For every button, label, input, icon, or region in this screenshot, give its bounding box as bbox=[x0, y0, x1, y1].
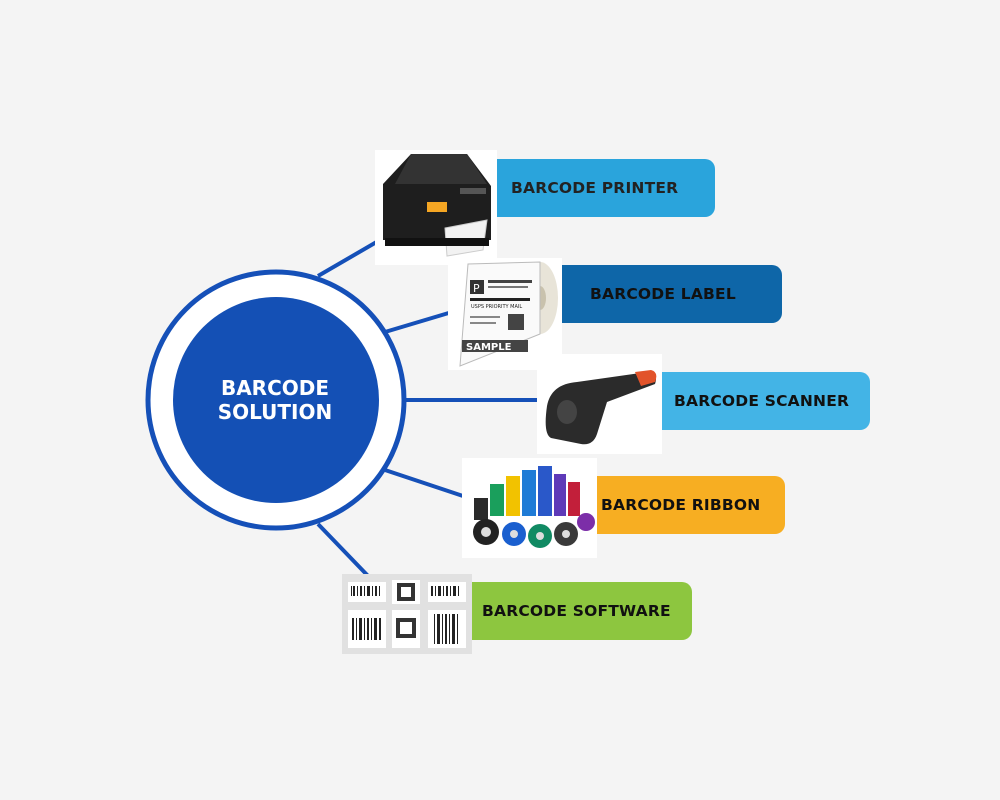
barcode-labels-sheet-image bbox=[342, 574, 472, 654]
barcode-printer-label-box[interactable]: BARCODE PRINTER bbox=[497, 159, 715, 217]
connector-label bbox=[384, 310, 453, 334]
label-roll-image: P USPS PRIORITY MAIL SAMPLE bbox=[448, 258, 562, 370]
barcode-software-label-box[interactable]: BARCODE SOFTWARE bbox=[472, 582, 692, 640]
handheld-scanner-image bbox=[537, 354, 662, 454]
center-title: BARCODE SOLUTION bbox=[217, 376, 333, 424]
barcode-printer-label: BARCODE PRINTER bbox=[511, 179, 679, 197]
barcode-scanner-label: BARCODE SCANNER bbox=[674, 392, 850, 410]
barcode-ribbon-label-box[interactable]: BARCODE RIBBON bbox=[597, 476, 785, 534]
barcode-scanner-label-box[interactable]: BARCODE SCANNER bbox=[662, 372, 870, 430]
barcode-printer-image bbox=[375, 150, 497, 265]
ribbon-rolls-image bbox=[462, 458, 597, 558]
connector-ribbon bbox=[384, 468, 467, 499]
barcode-label-label: BARCODE LABEL bbox=[590, 285, 736, 303]
label-sample-text: SAMPLE bbox=[466, 342, 512, 353]
connector-software bbox=[316, 522, 372, 580]
center-disc bbox=[173, 297, 379, 503]
connector-printer bbox=[316, 238, 382, 278]
barcode-ribbon-label: BARCODE RIBBON bbox=[601, 496, 761, 514]
label-p-text: P bbox=[473, 282, 480, 295]
label-priority-text: USPS PRIORITY MAIL bbox=[471, 304, 522, 310]
barcode-software-label: BARCODE SOFTWARE bbox=[482, 602, 671, 620]
barcode-label-label-box[interactable]: BARCODE LABEL bbox=[562, 265, 782, 323]
